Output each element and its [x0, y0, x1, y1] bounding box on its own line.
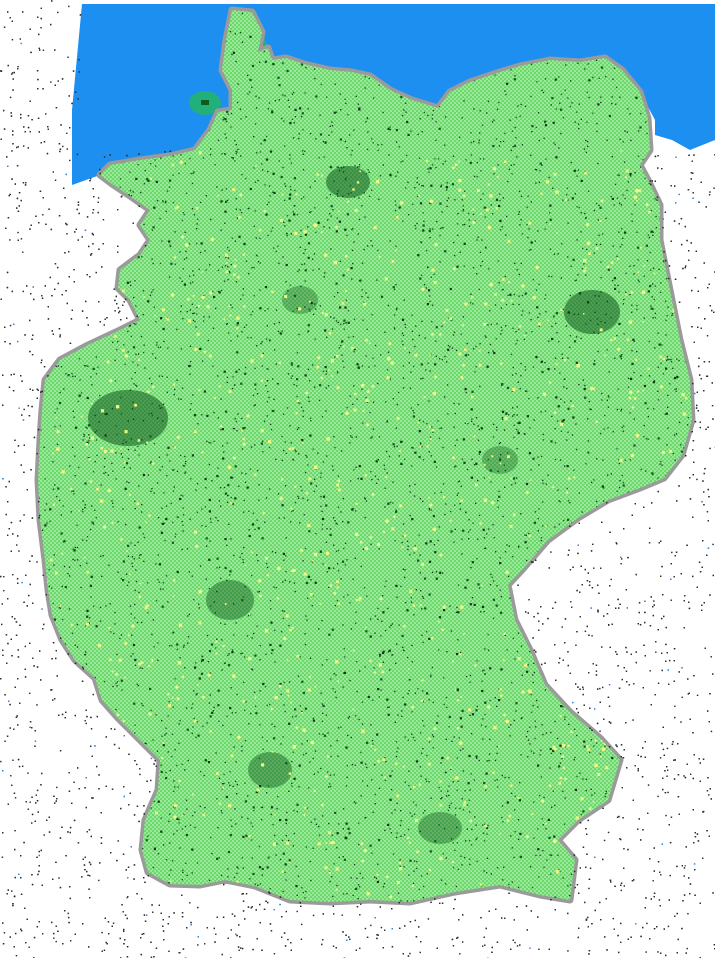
- sea-layer: [72, 4, 715, 185]
- settlement-cluster-berlin: [564, 290, 620, 334]
- settlement-cluster-stuttgart: [248, 752, 292, 788]
- settlement-cluster-hamburg: [326, 166, 370, 198]
- settlement-cluster-munich: [418, 812, 462, 844]
- dense-settlement-layer: [88, 166, 620, 844]
- island-heligoland-core: [201, 100, 209, 105]
- settlement-cluster-ruhr: [88, 390, 168, 446]
- settlement-cluster-hannover: [282, 286, 318, 314]
- north-sea-and-baltic: [72, 4, 715, 185]
- settlement-cluster-frankfurt: [206, 580, 254, 620]
